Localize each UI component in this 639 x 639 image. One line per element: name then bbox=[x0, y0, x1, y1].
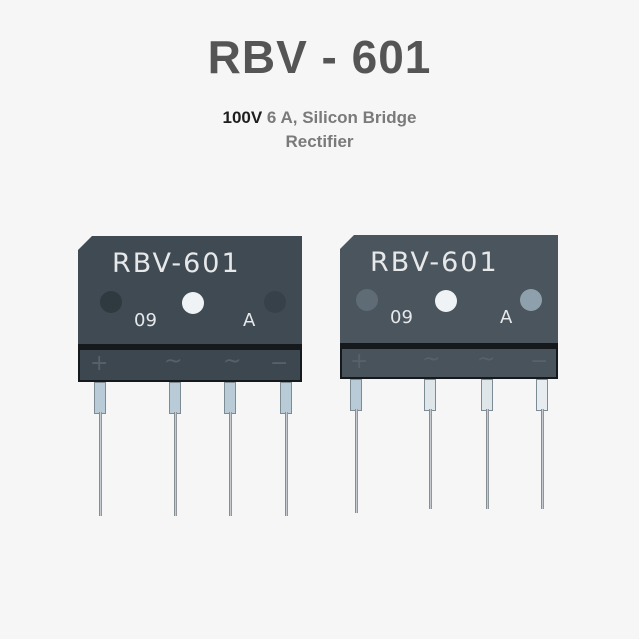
lead-tab bbox=[481, 379, 493, 411]
pin-symbol-ac: ~ bbox=[223, 349, 242, 374]
bridge-rectifier-right: RBV-601 09 A + ~ ~ − bbox=[340, 235, 558, 525]
lead-tab bbox=[536, 379, 548, 411]
package-base bbox=[340, 347, 558, 379]
subtitle-line1: 6 A, Silicon Bridge bbox=[266, 108, 417, 127]
lead-pin bbox=[229, 412, 232, 516]
pin-symbol-plus: + bbox=[350, 349, 369, 374]
mold-dimple-left bbox=[100, 291, 122, 313]
pin-symbol-minus: − bbox=[270, 351, 289, 376]
package-body bbox=[78, 236, 302, 344]
lead-tab bbox=[424, 379, 436, 411]
package-body bbox=[340, 235, 558, 343]
lead-pin bbox=[285, 412, 288, 516]
lead-tab bbox=[169, 382, 181, 414]
pin-symbol-minus: − bbox=[530, 349, 549, 374]
mold-dimple-right bbox=[520, 289, 542, 311]
lead-pin bbox=[355, 409, 358, 513]
lead-pin bbox=[486, 409, 489, 509]
mold-dimple-left bbox=[356, 289, 378, 311]
bridge-rectifier-left: RBV-601 09 A + ~ ~ − bbox=[78, 236, 302, 526]
mold-dimple-right bbox=[264, 291, 286, 313]
grade-letter: A bbox=[500, 307, 513, 328]
pin-symbol-ac: ~ bbox=[477, 347, 496, 372]
lead-pin bbox=[99, 412, 102, 516]
pin-symbol-ac: ~ bbox=[164, 349, 183, 374]
lead-tab bbox=[224, 382, 236, 414]
subtitle-line2: Rectifier bbox=[285, 132, 354, 151]
lead-pin bbox=[541, 409, 544, 509]
package-divider bbox=[78, 344, 302, 350]
product-subtitle: 100V 6 A, Silicon Bridge Rectifier bbox=[0, 106, 639, 154]
product-title: RBV - 601 bbox=[207, 31, 432, 83]
mounting-hole bbox=[182, 292, 204, 314]
part-marking: RBV-601 bbox=[370, 247, 499, 278]
pin-symbol-ac: ~ bbox=[422, 347, 441, 372]
date-code: 09 bbox=[134, 310, 157, 331]
package-divider bbox=[340, 343, 558, 349]
lead-pin bbox=[174, 412, 177, 516]
lead-tab bbox=[94, 382, 106, 414]
mounting-hole bbox=[435, 290, 457, 312]
pin-symbol-plus: + bbox=[90, 351, 109, 376]
part-marking: RBV-601 bbox=[112, 248, 241, 279]
lead-tab bbox=[350, 379, 362, 411]
grade-letter: A bbox=[243, 310, 256, 331]
lead-tab bbox=[280, 382, 292, 414]
lead-pin bbox=[429, 409, 432, 509]
voltage-rating: 100V bbox=[222, 108, 263, 127]
package-base bbox=[78, 348, 302, 382]
date-code: 09 bbox=[390, 307, 413, 328]
